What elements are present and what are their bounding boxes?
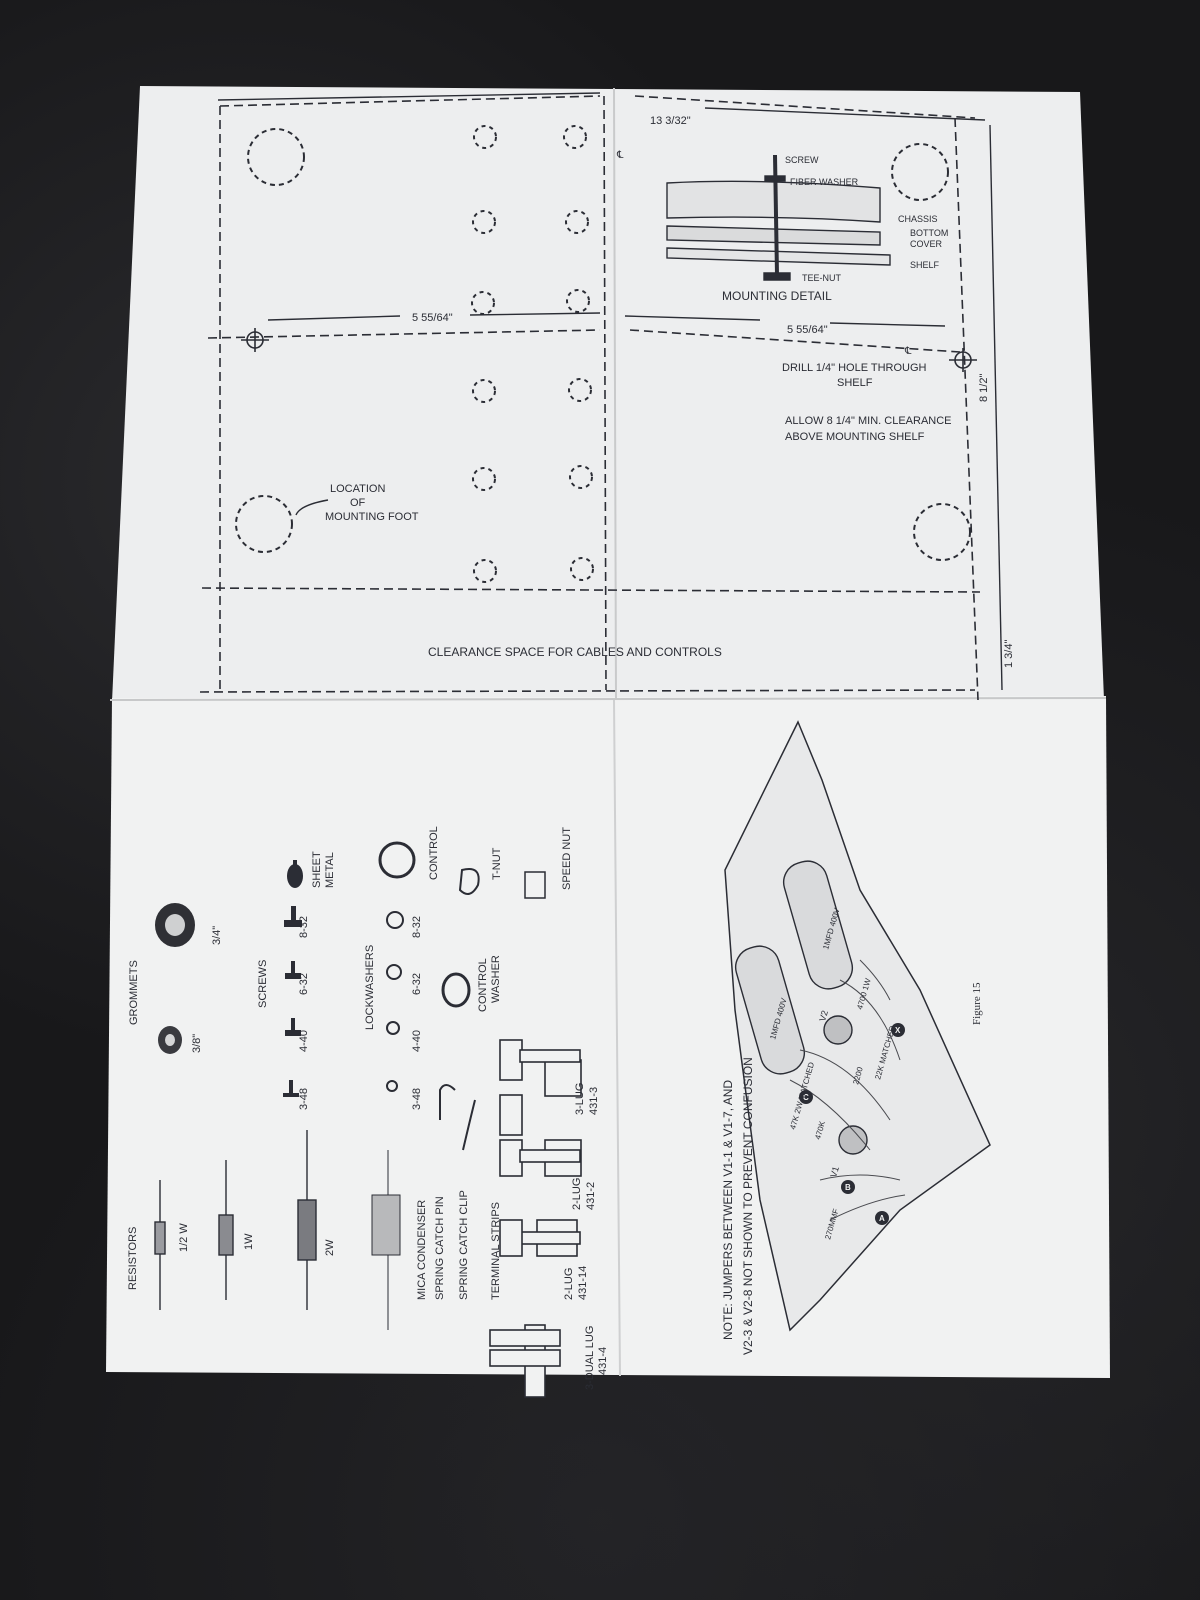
template-labels: 13 3/32" ℄ SCREW FIBER WASHER CHASSIS BO… bbox=[295, 115, 1015, 668]
clearance-note: ALLOW 8 1/4" MIN. CLEARANCE bbox=[785, 415, 952, 427]
diagram-label: FIBER WASHER bbox=[790, 177, 859, 187]
capacitor-1mfd-b bbox=[782, 860, 854, 990]
diagram-label: 3/8" bbox=[191, 1034, 203, 1053]
diagram-label: 1/2 W bbox=[178, 1223, 190, 1252]
diagram-label: 3-48 bbox=[298, 1088, 310, 1110]
diagram-label: 8-32 bbox=[411, 916, 423, 938]
diagram-label: 3-LUG bbox=[574, 1083, 586, 1115]
diagram-label: 3/4" bbox=[211, 926, 223, 945]
lockwashers-heading: LOCKWASHERS bbox=[364, 945, 376, 1030]
small-holes bbox=[471, 125, 594, 583]
diagram-label: 431-2 bbox=[585, 1182, 597, 1210]
diagram-label: 4-40 bbox=[411, 1030, 423, 1052]
diagram-label: 1W bbox=[243, 1233, 255, 1250]
mounting-template-outline bbox=[199, 95, 981, 701]
parts-legend: RESISTORS 1/2 W 1W 2W GROMMETS 3/8" 3/4"… bbox=[127, 826, 609, 1398]
diagram-label: A bbox=[879, 1214, 885, 1223]
diagram-label: 5 55/64" bbox=[787, 324, 828, 336]
diagram-label: SHELF bbox=[910, 260, 940, 270]
diagram-label: 431-14 bbox=[577, 1266, 589, 1300]
diagram-label: 8-32 bbox=[298, 916, 310, 938]
centerline-mark: ℄ bbox=[616, 150, 624, 161]
mounting-detail-title: MOUNTING DETAIL bbox=[722, 289, 832, 303]
diagram-label: TEE-NUT bbox=[802, 273, 841, 283]
resistors-heading: RESISTORS bbox=[127, 1227, 139, 1290]
diagram-label: COVER bbox=[910, 239, 943, 249]
diagram-label: C bbox=[803, 1093, 809, 1102]
diagram-label: ℄ bbox=[904, 346, 912, 357]
screws-heading: SCREWS bbox=[257, 960, 269, 1008]
diagram-label: X bbox=[895, 1026, 901, 1035]
diagram-label: V2-3 & V2-8 NOT SHOWN TO PREVENT CONFUSI… bbox=[741, 1057, 755, 1355]
mounting-foot-circles bbox=[235, 128, 971, 561]
diagram-label: SCREW bbox=[785, 155, 819, 165]
diagram-label: T-NUT bbox=[491, 847, 503, 880]
diagram-label: CHASSIS bbox=[898, 214, 938, 224]
diagram-label: BOTTOM bbox=[910, 228, 948, 238]
terminal-strips-heading: TERMINAL STRIPS bbox=[490, 1202, 502, 1300]
mounting-detail-drawing bbox=[666, 154, 891, 281]
cables-clearance-label: CLEARANCE SPACE FOR CABLES AND CONTROLS bbox=[428, 645, 722, 659]
grommets-heading: GROMMETS bbox=[128, 960, 140, 1025]
diagram-label: 5 55/64" bbox=[412, 312, 453, 324]
width-dimension: 13 3/32" bbox=[650, 115, 691, 127]
diagram-label: MOUNTING FOOT bbox=[325, 511, 419, 523]
diagram-label: 3-48 bbox=[411, 1088, 423, 1110]
diagram-label: SHELF bbox=[837, 377, 873, 389]
diagram-label: 431-3 bbox=[588, 1087, 600, 1115]
diagram-label: 2-LUG bbox=[571, 1178, 583, 1210]
diagram-label: ABOVE MOUNTING SHELF bbox=[785, 431, 925, 443]
diagram-label: V1 bbox=[828, 1165, 841, 1178]
mica-condenser-icon bbox=[371, 1194, 401, 1256]
height-dimension: 8 1/2" bbox=[978, 374, 990, 402]
diagram-label: 2W bbox=[324, 1239, 336, 1256]
diagram-label: OF bbox=[350, 497, 366, 509]
capacitor-1mfd-a bbox=[734, 945, 806, 1075]
diagram-label: SPEED NUT bbox=[561, 827, 573, 890]
wiring-figure: C B A X 1MFD 400V 1MFD 400V V1 V2 47K 2W… bbox=[721, 720, 991, 1355]
speed-nut-icon bbox=[524, 871, 546, 899]
diagram-label: MICA CONDENSER bbox=[416, 1200, 428, 1300]
diagram-label: 431-4 bbox=[597, 1347, 609, 1375]
diagram-label: CONTROL bbox=[477, 958, 489, 1012]
diagram-label: 3-DUAL LUG bbox=[584, 1326, 596, 1390]
diagram-label: SPRING CATCH CLIP bbox=[458, 1190, 470, 1300]
bottom-margin-dimension: 1 3/4" bbox=[1003, 640, 1015, 668]
diagram-label: V2 bbox=[817, 1009, 830, 1022]
diagram-label: METAL bbox=[324, 852, 336, 888]
tube-socket-v1 bbox=[838, 1125, 868, 1155]
figure-caption: Figure 15 bbox=[971, 982, 983, 1025]
mounting-foot-label: LOCATION bbox=[330, 483, 385, 495]
paper-bottom-half bbox=[106, 696, 1110, 1378]
diagram-label: SPRING CATCH PIN bbox=[434, 1196, 446, 1300]
diagram-label: 6-32 bbox=[411, 973, 423, 995]
jumper-note: NOTE: JUMPERS BETWEEN V1-1 & V1-7, AND bbox=[721, 1080, 735, 1340]
drill-holes bbox=[241, 328, 977, 372]
diagram-label: WASHER bbox=[490, 955, 502, 1003]
diagram-label: 6-32 bbox=[298, 973, 310, 995]
diagram-label: B bbox=[845, 1183, 851, 1192]
t-nut-icon bbox=[458, 868, 480, 895]
diagram-label: 2-LUG bbox=[563, 1268, 575, 1300]
diagram-label: CONTROL bbox=[428, 826, 440, 880]
tube-socket-v2 bbox=[823, 1015, 853, 1045]
diagram-label: 4-40 bbox=[298, 1030, 310, 1052]
diagram-label: SHEET bbox=[311, 851, 323, 888]
drill-note: DRILL 1/4" HOLE THROUGH bbox=[782, 362, 927, 374]
paper-top-half bbox=[112, 86, 1104, 702]
